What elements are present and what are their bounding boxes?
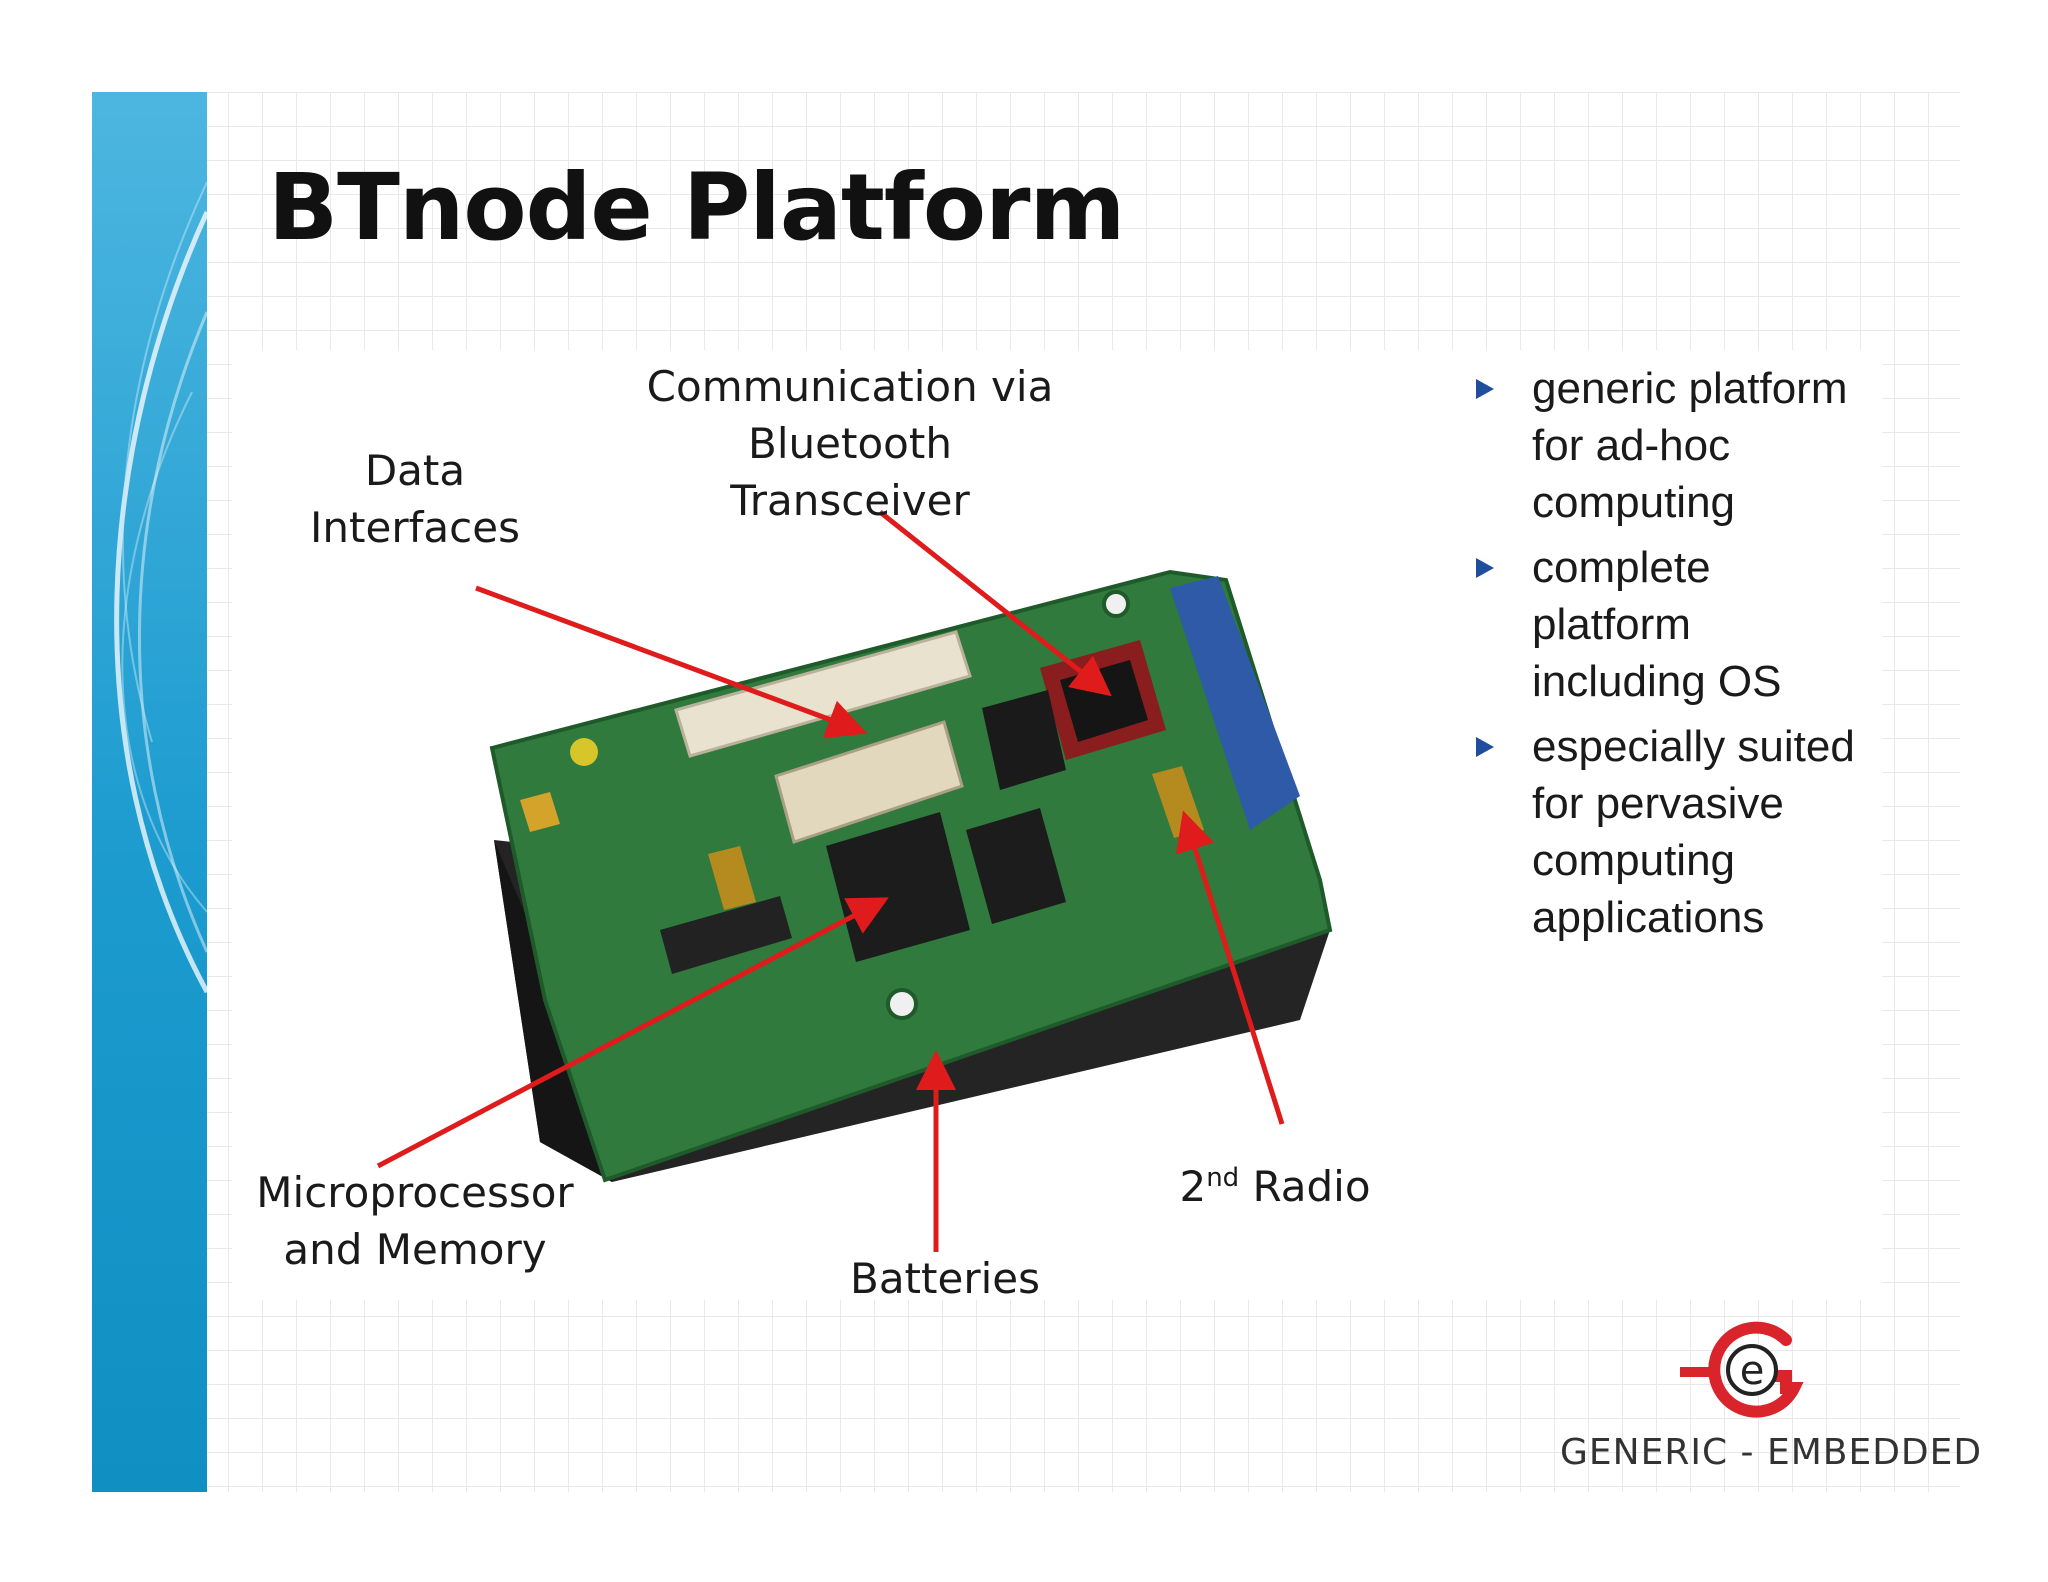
bullet-line: including OS — [1532, 657, 1782, 706]
bullet-line: especially suited — [1532, 722, 1855, 771]
antenna-strip — [1170, 576, 1300, 830]
bullet-line: platform — [1532, 600, 1691, 649]
bullet-line: computing — [1532, 478, 1736, 527]
ic-chip — [982, 690, 1066, 790]
generic-embedded-logo: e GENERIC - EMBEDDED — [1560, 1310, 1983, 1490]
callout-data-interfaces-line-1: Data — [364, 446, 466, 495]
bullet-line: for pervasive — [1532, 779, 1784, 828]
slide-title: BTnode Platform — [268, 154, 1125, 261]
logo-text: GENERIC - EMBEDDED — [1560, 1432, 1983, 1473]
callout-microprocessor-line-1: Microprocessor — [256, 1168, 574, 1217]
callout-communication-line-1: Communication via — [646, 362, 1054, 411]
data-interface-connector — [674, 630, 972, 758]
bullet-line: generic platform — [1532, 364, 1848, 413]
arrow-communication — [878, 510, 1112, 697]
callout-communication-line-3: Transceiver — [730, 476, 970, 525]
bullet-item: especially suited for pervasive computin… — [1470, 718, 1910, 946]
callout-communication-line-2: Bluetooth — [748, 419, 952, 468]
callout-batteries: Batteries — [820, 1250, 1070, 1307]
crystal — [708, 846, 756, 910]
logo-letter: e — [1740, 1348, 1765, 1394]
ge-logo-icon: e — [1680, 1321, 1804, 1418]
bullet-list: generic platform for ad-hoc computing co… — [1470, 360, 1910, 954]
ic-chip — [660, 896, 792, 974]
arrow-radio — [1175, 810, 1285, 1125]
triangle-bullet-icon — [1476, 558, 1494, 578]
arrow-data-interfaces — [475, 585, 868, 739]
callout-microprocessor: Microprocessor and Memory — [240, 1164, 590, 1278]
bullet-item: generic platform for ad-hoc computing — [1470, 360, 1910, 531]
arrow-microprocessor — [376, 897, 889, 1169]
callout-data-interfaces-line-2: Interfaces — [310, 503, 520, 552]
callout-second-radio: 2nd Radio — [1160, 1150, 1390, 1215]
callout-communication: Communication via Bluetooth Transceiver — [640, 358, 1060, 529]
triangle-bullet-icon — [1476, 379, 1494, 399]
mounting-hole — [1102, 590, 1130, 618]
memory-chip — [966, 808, 1066, 924]
bullet-line: computing — [1532, 836, 1736, 885]
bullet-item: complete platform including OS — [1470, 539, 1910, 710]
capacitor — [520, 792, 560, 832]
slide-sidebar-decoration — [92, 92, 207, 1492]
callout-data-interfaces: Data Interfaces — [270, 442, 560, 556]
callout-batteries-text: Batteries — [850, 1254, 1040, 1303]
sidebar-swoosh-graphic — [114, 181, 207, 994]
triangle-bullet-icon — [1476, 737, 1494, 757]
led — [570, 738, 598, 766]
mounting-hole — [886, 988, 918, 1020]
bullet-line: complete — [1532, 543, 1711, 592]
callout-radio-text: 2nd Radio — [1179, 1162, 1371, 1211]
callout-arrows — [376, 510, 1285, 1252]
callout-microprocessor-line-2: and Memory — [283, 1225, 547, 1274]
bullet-line: for ad-hoc — [1532, 421, 1731, 470]
data-interface-connector — [774, 720, 964, 844]
bullet-line: applications — [1532, 893, 1765, 942]
